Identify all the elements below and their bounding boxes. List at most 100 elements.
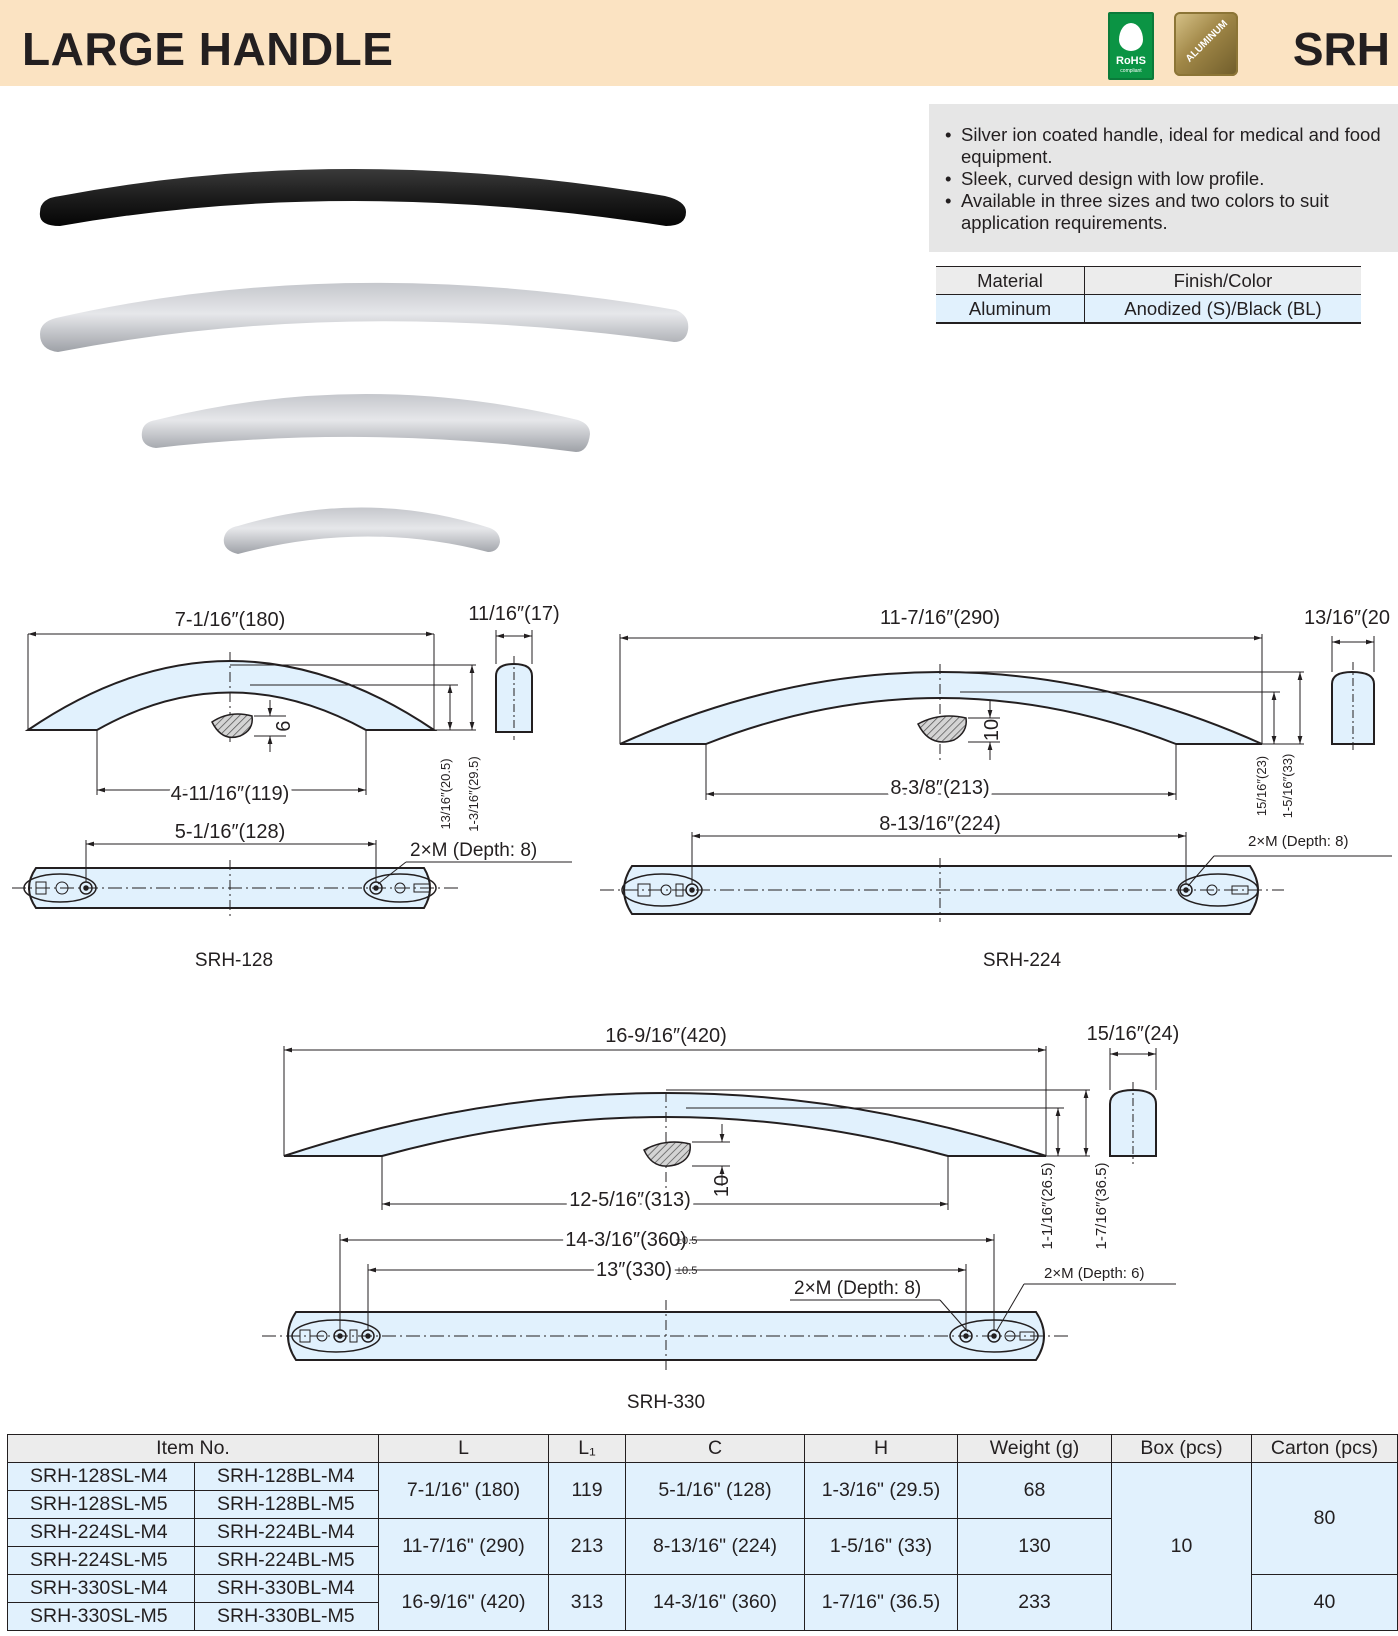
col-carton: Carton (pcs) [1251, 1434, 1398, 1463]
srh-128-dim-C: 5-1/16″(128) [175, 821, 285, 843]
col-L: L [378, 1434, 549, 1463]
srh-330-dim-h1: 1-1/16″(26.5) [1039, 1162, 1056, 1249]
srh-330-name: SRH-330 [627, 1392, 705, 1413]
item-bl: SRH-128BL-M5 [194, 1490, 379, 1519]
col-C: C [625, 1434, 805, 1463]
cell-H: 1-3/16" (29.5) [804, 1462, 958, 1519]
srh-224-dim-h1: 15/16″(23) [1254, 756, 1269, 816]
srh-128-dim-section: 9 [271, 720, 293, 731]
cell-weight: 130 [957, 1518, 1112, 1575]
item-bl: SRH-224BL-M4 [194, 1518, 379, 1547]
col-box: Box (pcs) [1111, 1434, 1252, 1463]
srh-224-name: SRH-224 [983, 950, 1062, 971]
cell-L: 11-7/16" (290) [378, 1518, 549, 1575]
item-sl: SRH-128SL-M4 [7, 1462, 195, 1491]
cell-L: 16-9/16" (420) [378, 1574, 549, 1631]
item-sl: SRH-330SL-M4 [7, 1574, 195, 1603]
cell-H: 1-7/16" (36.5) [804, 1574, 958, 1631]
item-bl: SRH-128BL-M4 [194, 1462, 379, 1491]
srh-224-dim-section: 10 [981, 719, 1003, 741]
srh-224-side-view [619, 671, 1263, 745]
aluminum-badge-icon: ALUMINUM [1174, 12, 1238, 76]
srh-330-dim-C1: 14-3/16″(360) [565, 1229, 687, 1251]
cell-box: 10 [1111, 1462, 1252, 1631]
feature-item: Sleek, curved design with low profile. [945, 168, 1388, 190]
srh-330-tol-2: ±0.5 [676, 1265, 697, 1277]
material-header: Material [936, 266, 1085, 295]
item-sl: SRH-128SL-M5 [7, 1490, 195, 1519]
finish-header: Finish/Color [1084, 266, 1361, 295]
srh-128-dim-L: 7-1/16″(180) [175, 609, 285, 631]
spec-header-row: Item No. L L₁ C H Weight (g) Box (pcs) C… [7, 1434, 1398, 1463]
cell-carton-80: 80 [1251, 1462, 1398, 1575]
spec-table: Item No. L L₁ C H Weight (g) Box (pcs) C… [7, 1434, 1398, 1631]
item-bl: SRH-330BL-M4 [194, 1574, 379, 1603]
srh-330-section [643, 1141, 691, 1167]
feature-item: Available in three sizes and two colors … [945, 190, 1388, 234]
leaf-icon [1119, 23, 1143, 51]
cell-weight: 68 [957, 1462, 1112, 1519]
cell-L1: 213 [548, 1518, 626, 1575]
header-band: LARGE HANDLE RoHS compliant ALUMINUM SRH [0, 0, 1398, 86]
srh-224-tap-label: 2×M (Depth: 8) [1248, 833, 1348, 850]
handle-photo-silver-medium [141, 394, 590, 452]
col-weight: Weight (g) [957, 1434, 1112, 1463]
srh-224-dim-C: 8-13/16″(224) [879, 813, 1001, 835]
cell-C: 14-3/16" (360) [625, 1574, 805, 1631]
rohs-badge-label: RoHS [1116, 55, 1146, 67]
cell-H: 1-5/16" (33) [804, 1518, 958, 1575]
srh-128-dim-L1: 4-11/16″(119) [171, 783, 290, 805]
srh-224-dim-h2: 1-5/16″(33) [1280, 754, 1295, 819]
cell-L1: 119 [548, 1462, 626, 1519]
item-bl: SRH-330BL-M5 [194, 1602, 379, 1631]
srh-330-dim-C2: 13″(330) [596, 1259, 672, 1281]
drawings-canvas: 7-1/16″(180) 11/16″(17) 4-11/16″(119) 5-… [12, 169, 1392, 1413]
srh-224-dim-L: 11-7/16″(290) [880, 607, 1000, 629]
table-row: SRH-128SL-M4 SRH-128BL-M4 7-1/16" (180) … [7, 1462, 1398, 1631]
handle-photo-black [39, 169, 687, 226]
item-sl: SRH-224SL-M4 [7, 1518, 195, 1547]
srh-330-dim-section: 10 [711, 1175, 733, 1197]
cell-C: 5-1/16" (128) [625, 1462, 805, 1519]
table-row: SRH-128SL-M5 SRH-128BL-M5 [7, 1490, 1398, 1519]
col-L1: L₁ [548, 1434, 626, 1463]
srh-330-tol-1: ±0.5 [676, 1235, 697, 1247]
srh-128-dim-width: 11/16″(17) [468, 603, 559, 625]
srh-330-dim-L1: 12-5/16″(313) [569, 1189, 691, 1211]
handle-photo-silver-large [40, 282, 689, 352]
srh-128-section [211, 713, 253, 739]
item-bl: SRH-224BL-M5 [194, 1546, 379, 1575]
srh-224-labels: 11-7/16″(290) 13/16″(20 8-3/8″(213) 8-13… [879, 607, 1390, 971]
srh-330-tap-label: 2×M (Depth: 8) [794, 1278, 921, 1299]
handle-photo-silver-small [223, 507, 500, 554]
rohs-badge-sublabel: compliant [1120, 68, 1142, 74]
product-code: SRH [1292, 23, 1390, 75]
features-box: Silver ion coated handle, ideal for medi… [929, 104, 1398, 252]
material-value: Aluminum [936, 294, 1085, 324]
srh-224-section [917, 715, 967, 743]
drawing-srh-128 [12, 630, 572, 916]
table-row: SRH-330SL-M5 SRH-330BL-M5 [7, 1602, 1398, 1631]
cell-carton-40: 40 [1251, 1574, 1398, 1631]
srh-128-tap-label: 2×M (Depth: 8) [410, 840, 537, 861]
srh-330-end-view [1109, 1088, 1157, 1157]
srh-128-end-view [495, 662, 533, 733]
srh-224-end-view [1331, 670, 1375, 745]
material-table: Material Finish/Color Aluminum Anodized … [936, 266, 1361, 324]
cell-C: 8-13/16" (224) [625, 1518, 805, 1575]
srh-224-dim-width: 13/16″(20 [1304, 607, 1390, 629]
cell-L1: 313 [548, 1574, 626, 1631]
rohs-badge-icon: RoHS compliant [1108, 12, 1154, 80]
srh-128-name: SRH-128 [195, 950, 273, 971]
drawing-srh-224 [600, 634, 1392, 922]
srh-330-tap2-label: 2×M (Depth: 6) [1044, 1265, 1144, 1282]
srh-128-dim-h2: 1-3/16″(29.5) [466, 756, 481, 831]
cell-L: 7-1/16" (180) [378, 1462, 549, 1519]
col-H: H [804, 1434, 958, 1463]
col-item-no: Item No. [7, 1434, 379, 1463]
srh-330-side-view [283, 1092, 1047, 1157]
srh-128-labels: 7-1/16″(180) 11/16″(17) 4-11/16″(119) 5-… [167, 603, 560, 971]
cell-weight: 233 [957, 1574, 1112, 1631]
item-sl: SRH-330SL-M5 [7, 1602, 195, 1631]
item-sl: SRH-224SL-M5 [7, 1546, 195, 1575]
